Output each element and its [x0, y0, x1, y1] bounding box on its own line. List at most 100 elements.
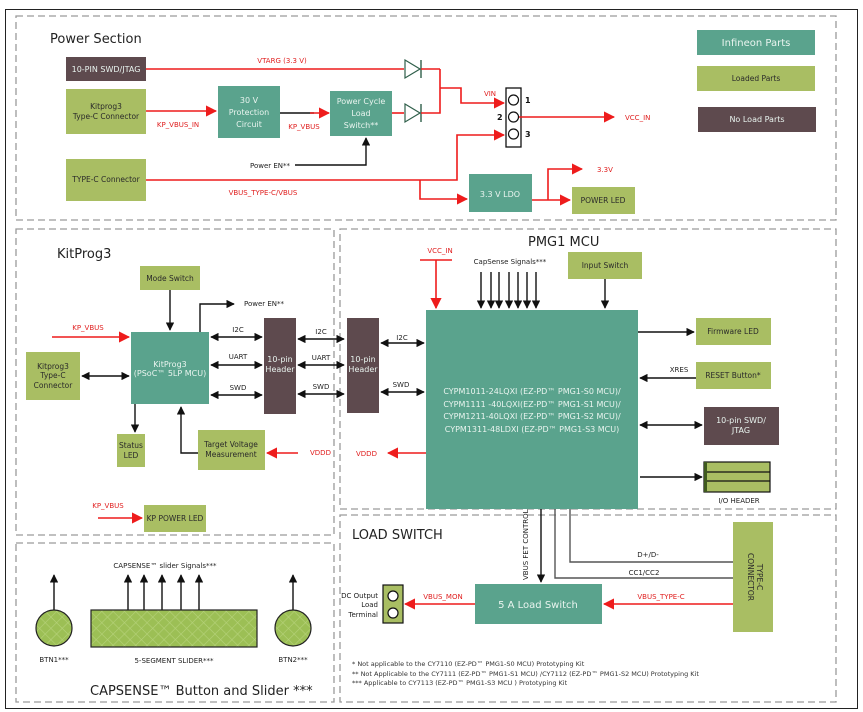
pmg1-section-title: PMG1 MCU [528, 235, 599, 250]
load-typec-connector-box: TYPE-C CONNECTOR [733, 522, 773, 632]
power-en-wire [295, 137, 371, 166]
slider-label: 5-SEGMENT SLIDER*** [134, 657, 214, 665]
legend-infineon-label: Infineon Parts [722, 38, 791, 49]
pin-3-label: 3 [525, 130, 531, 139]
status-led-box: Status LED [117, 434, 145, 467]
load-switch-box: 5 A Load Switch [475, 584, 602, 624]
svg-text:Header: Header [265, 365, 295, 374]
power-swd-jtag-box: 10-PIN SWD/JTAG [66, 57, 146, 81]
kitprog-power-en-label: Power EN** [244, 300, 285, 308]
vcc-in-label: VCC_IN [625, 114, 650, 122]
power-en-label: Power EN** [250, 162, 291, 170]
svg-text:5 A Load Switch: 5 A Load Switch [498, 600, 578, 611]
legend: Infineon Parts Loaded Parts No Load Part… [697, 30, 816, 132]
load-switch-section-border [339, 514, 837, 703]
svg-text:10-pin: 10-pin [350, 355, 375, 364]
svg-text:Circuit: Circuit [236, 120, 262, 129]
capsense-section-border [15, 542, 335, 703]
io-header-icon [703, 461, 771, 493]
pmg1-vddd-label: VDDD [356, 450, 377, 458]
svg-text:TYPE-C Connector: TYPE-C Connector [71, 175, 140, 184]
footnote-2: ** Not Applicable to the CY7111 (EZ-PD™ … [352, 670, 699, 678]
legend-infineon-swatch [697, 30, 815, 55]
svg-text:(PSoC™ 5LP MCU): (PSoC™ 5LP MCU) [134, 369, 206, 378]
vbus-typec-load-label: VBUS_TYPE-C [637, 593, 684, 601]
pin-1-label: 1 [525, 96, 531, 105]
power-led-box: POWER LED [572, 187, 635, 214]
svg-text:Kitprog3: Kitprog3 [37, 362, 69, 371]
reset-button-box: RESET Button* [696, 362, 771, 389]
vbus-typec-label: VBUS_TYPE-C/VBUS [229, 189, 298, 197]
kitprog-kp-vbus2-label: KP_VBUS [92, 502, 124, 510]
pmg1-swd-label: SWD [393, 381, 410, 389]
btn2-sensor-icon [274, 609, 312, 647]
capsense-signal-arrows [476, 272, 541, 309]
kitprog-mcu-box: KitProg3 (PSoC™ 5LP MCU) [131, 332, 209, 404]
mode-switch-box: Mode Switch [140, 266, 200, 290]
kitprog-section-title: KitProg3 [57, 247, 111, 262]
svg-text:CYPM1311-48LDXI (EZ-PD™ PMG1-S: CYPM1311-48LDXI (EZ-PD™ PMG1-S3 MCU) [445, 425, 620, 434]
kitprog-vddd-label: VDDD [310, 449, 331, 457]
power-typec-connector-box: TYPE-C Connector [66, 159, 146, 201]
kp-vbus-in-label: KP_VBUS_IN [157, 121, 199, 129]
legend-loaded-swatch [697, 66, 815, 91]
capsense-signals-label: CapSense Signals*** [474, 258, 547, 266]
svg-text:Firmware LED: Firmware LED [707, 327, 759, 336]
svg-text:Mode Switch: Mode Switch [146, 274, 194, 283]
svg-text:10-PIN SWD/JTAG: 10-PIN SWD/JTAG [72, 65, 141, 74]
svg-text:CYPM1211-40LQXI (EZ-PD™ PMG1-S: CYPM1211-40LQXI (EZ-PD™ PMG1-S2 MCU)/ [443, 412, 621, 421]
svg-text:Power Cycle: Power Cycle [337, 97, 386, 106]
svg-text:CYPM1111 -40LQXI(EZ-PD™ PMG1-S: CYPM1111 -40LQXI(EZ-PD™ PMG1-S1 MCU)/ [443, 400, 621, 409]
legend-noload-label: No Load Parts [729, 115, 784, 124]
dc-output-label-2: Load [361, 601, 378, 609]
svg-text:10-pin SWD/: 10-pin SWD/ [716, 416, 766, 425]
kp-power-led-box: KP POWER LED [144, 505, 206, 532]
diode-1-icon [404, 58, 422, 80]
pmg1-mcu-box: CYPM1011-24LQXI (EZ-PD™ PMG1-S0 MCU)/ CY… [426, 310, 638, 509]
svg-text:Header: Header [348, 365, 378, 374]
svg-text:Status: Status [119, 441, 143, 450]
slider-signal-arrows [49, 574, 298, 618]
svg-text:Kitprog3: Kitprog3 [90, 102, 122, 111]
kitprog-section-border [15, 228, 335, 536]
btn1-sensor-icon [35, 609, 73, 647]
svg-text:SWD: SWD [313, 383, 330, 391]
svg-text:Type-C: Type-C [39, 371, 65, 380]
svg-text:UART: UART [312, 354, 331, 362]
load-switch-section-title: LOAD SWITCH [352, 528, 443, 543]
pmg1-swd-jtag-box: 10-pin SWD/ JTAG [704, 407, 779, 445]
svg-text:Protection: Protection [229, 108, 269, 117]
io-header-label: I/O HEADER [718, 497, 759, 505]
svg-text:Switch**: Switch** [344, 121, 378, 130]
ldo-box: 3.3 V LDO [469, 174, 532, 212]
svg-text:TYPE-C: TYPE-C [755, 563, 764, 590]
svg-text:30 V: 30 V [240, 96, 259, 105]
dc-output-terminal-icon [382, 584, 404, 624]
kitprog-uart-label: UART [229, 353, 248, 361]
pmg1-10pin-header-box: 10-pin Header [347, 318, 379, 413]
footnote-1: * Not applicable to the CY7110 (EZ-PD™ P… [352, 660, 585, 668]
vin-wire [440, 87, 506, 109]
svg-text:KitProg3: KitProg3 [153, 360, 186, 369]
svg-text:LED: LED [124, 451, 139, 460]
svg-text:RESET Button*: RESET Button* [705, 371, 761, 380]
pmg1-vcc-in-label: VCC_IN [427, 247, 452, 255]
svg-text:Input Switch: Input Switch [582, 261, 629, 270]
power-section-border [15, 15, 837, 221]
power-kitprog-typec-box: Kitprog3 Type-C Connector [66, 89, 146, 134]
svg-text:Type-C Connector: Type-C Connector [72, 112, 140, 121]
svg-text:I2C: I2C [315, 328, 327, 336]
dc-output-label-3: Terminal [347, 611, 378, 619]
vbus-mon-label: VBUS_MON [423, 593, 462, 601]
jumper-header-icon [505, 87, 522, 148]
slider-sensor-icon [90, 609, 258, 648]
svg-text:10-pin: 10-pin [267, 355, 292, 364]
firmware-led-box: Firmware LED [696, 318, 771, 345]
svg-text:3.3 V LDO: 3.3 V LDO [480, 190, 520, 199]
svg-text:Target Voltage: Target Voltage [203, 440, 258, 449]
power-cycle-load-switch-box: Power Cycle Load Switch** [330, 91, 392, 136]
svg-text:JTAG: JTAG [731, 426, 750, 435]
svg-text:POWER LED: POWER LED [581, 196, 626, 205]
btn2-label: BTN2*** [278, 656, 308, 664]
xres-label: XRES [670, 366, 689, 374]
